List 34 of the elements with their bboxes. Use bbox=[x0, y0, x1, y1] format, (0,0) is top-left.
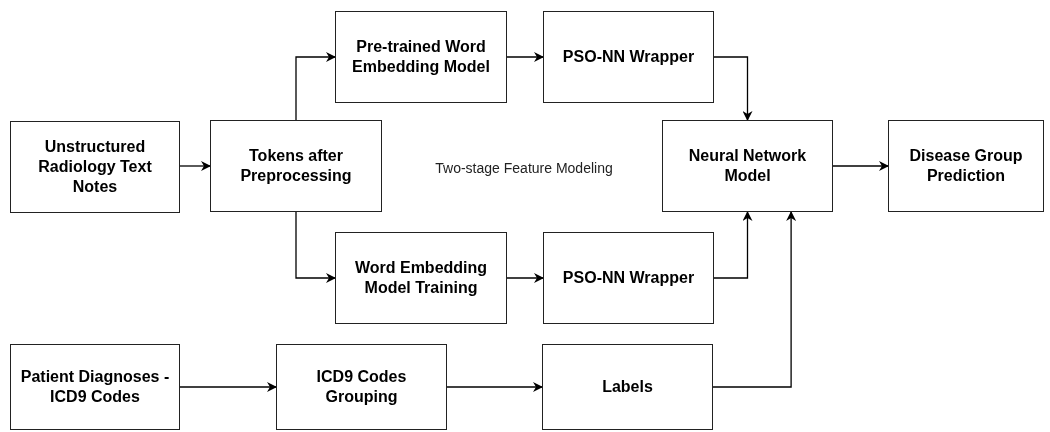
arrow bbox=[295, 211, 336, 283]
box-label: Labels bbox=[602, 377, 653, 397]
box-label: Neural Network Model bbox=[687, 146, 808, 186]
process-box bbox=[276, 344, 447, 430]
arrow bbox=[832, 161, 889, 171]
process-box bbox=[210, 120, 382, 212]
arrow bbox=[446, 382, 543, 392]
process-box bbox=[10, 121, 180, 213]
process-box bbox=[10, 344, 180, 430]
process-box bbox=[543, 11, 714, 103]
arrow bbox=[506, 52, 544, 62]
arrow bbox=[506, 273, 544, 283]
box-label: Unstructured Radiology Text Notes bbox=[37, 137, 153, 197]
group-label: Two-stage Feature Modeling bbox=[434, 159, 614, 178]
arrow bbox=[712, 211, 797, 388]
box-label: Pre-trained Word Embedding Model bbox=[351, 37, 491, 77]
process-box bbox=[888, 120, 1044, 212]
process-box bbox=[335, 232, 507, 324]
arrow bbox=[295, 52, 336, 121]
arrow bbox=[713, 56, 753, 121]
process-box bbox=[335, 11, 507, 103]
arrow bbox=[713, 211, 753, 279]
box-label: PSO-NN Wrapper bbox=[562, 268, 695, 288]
box-label: Patient Diagnoses - ICD9 Codes bbox=[19, 367, 171, 407]
box-label: Word Embedding Model Training bbox=[353, 258, 489, 298]
box-label: PSO-NN Wrapper bbox=[562, 47, 695, 67]
process-box bbox=[542, 344, 713, 430]
box-label: Disease Group Prediction bbox=[908, 146, 1024, 186]
arrow bbox=[179, 382, 277, 392]
process-box bbox=[543, 232, 714, 324]
box-label: ICD9 Codes Grouping bbox=[315, 367, 408, 407]
process-box bbox=[662, 120, 833, 212]
box-label: Tokens after Preprocessing bbox=[239, 146, 353, 186]
arrow bbox=[179, 161, 211, 171]
